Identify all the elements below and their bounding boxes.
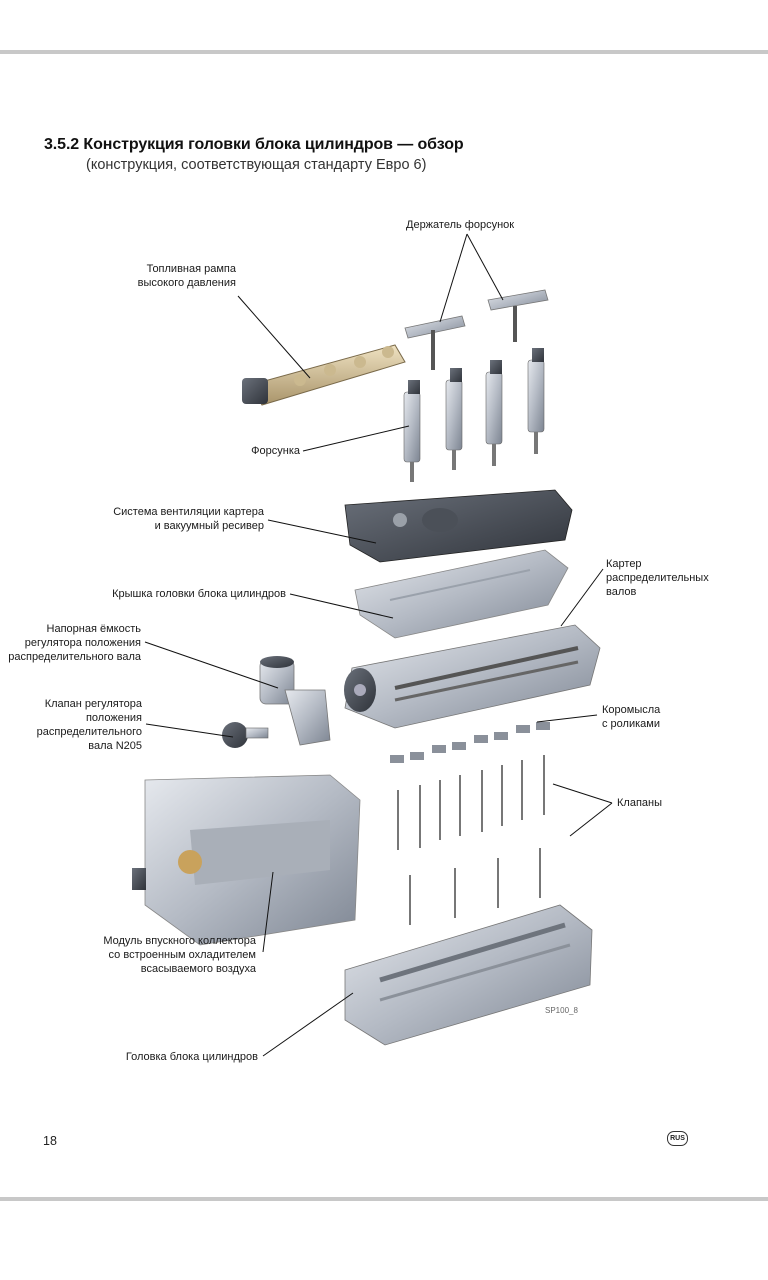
label-valves: Клапаны (617, 797, 662, 809)
roller-rockers-shape (390, 722, 550, 763)
label-cylinder-head: Головка блока цилиндров (125, 1051, 258, 1063)
label-rocker-line1: Коромысла (602, 704, 661, 716)
language-badge: RUS (667, 1131, 688, 1146)
label-camcase-line1: Картер (606, 558, 642, 570)
exploded-view-illustration (132, 289, 601, 1046)
label-pressure-line2: регулятора положения (24, 637, 141, 649)
label-pressure-reservoir: Напорная ёмкость регулятора положения ра… (0, 622, 141, 664)
label-head-cover: Крышка головки блока цилиндров (112, 588, 286, 600)
section-subtitle: (конструкция, соответствующая стандарту … (86, 157, 427, 173)
label-valve-reg-line2: положения (85, 712, 142, 724)
label-intake-line1: Модуль впускного коллектора (103, 935, 256, 947)
label-pressure-line1: Напорная ёмкость (46, 623, 141, 635)
intake-manifold-shape (132, 774, 361, 946)
label-camcase-line2: распределительных (606, 572, 709, 584)
crankcase-ventilation-shape (344, 489, 573, 563)
label-camcase-line3: валов (606, 586, 637, 598)
control-valve-shape (222, 722, 269, 748)
label-pressure-line3: распределительного вала (8, 651, 141, 663)
label-rocker-line2: с роликами (602, 718, 660, 730)
label-ventilation-line1: Система вентиляции картера (113, 506, 264, 518)
section-title: 3.5.2 Конструкция головки блока цилиндро… (44, 136, 464, 153)
head-cover-shape (354, 549, 569, 639)
injector-holders-shape (404, 289, 549, 370)
label-crankcase-ventilation: Система вентиляции картера и вакуумный р… (60, 505, 264, 533)
label-valve-reg-line3: распределительного (36, 726, 142, 738)
label-injector: Форсунка (251, 445, 300, 457)
camshaft-carrier-shape (344, 624, 601, 729)
injectors-shape (403, 348, 545, 482)
label-roller-rockers: Коромысла с роликами (602, 703, 702, 731)
label-fuel-rail-line1: Топливная рампа (146, 263, 236, 275)
page-number: 18 (43, 1134, 57, 1148)
label-valve-reg-line1: Клапан регулятора (44, 698, 142, 710)
label-camshaft-carrier: Картер распределительных валов (606, 557, 736, 599)
fuel-rail-shape (242, 344, 406, 406)
label-valve-reg-line4: вала N205 (88, 740, 142, 752)
label-injector-holder: Держатель форсунок (406, 219, 515, 231)
valves-shape (397, 755, 545, 925)
label-intake-manifold: Модуль впускного коллектора со встроенны… (40, 934, 256, 976)
label-intake-line2: со встроенным охладителем (108, 949, 256, 961)
label-fuel-rail: Топливная рампа высокого давления (96, 262, 236, 290)
label-ventilation-line2: и вакуумный ресивер (154, 520, 264, 532)
label-intake-line3: всасываемого воздуха (140, 963, 256, 975)
pressure-reservoir-shape (259, 656, 331, 746)
figure-tag: SP100_8 (545, 1006, 578, 1015)
bottom-rule (0, 1197, 768, 1201)
cylinder-head-shape (344, 904, 593, 1046)
label-fuel-rail-line2: высокого давления (137, 277, 236, 289)
top-rule (0, 50, 768, 54)
label-control-valve-n205: Клапан регулятора положения распределите… (10, 697, 142, 753)
